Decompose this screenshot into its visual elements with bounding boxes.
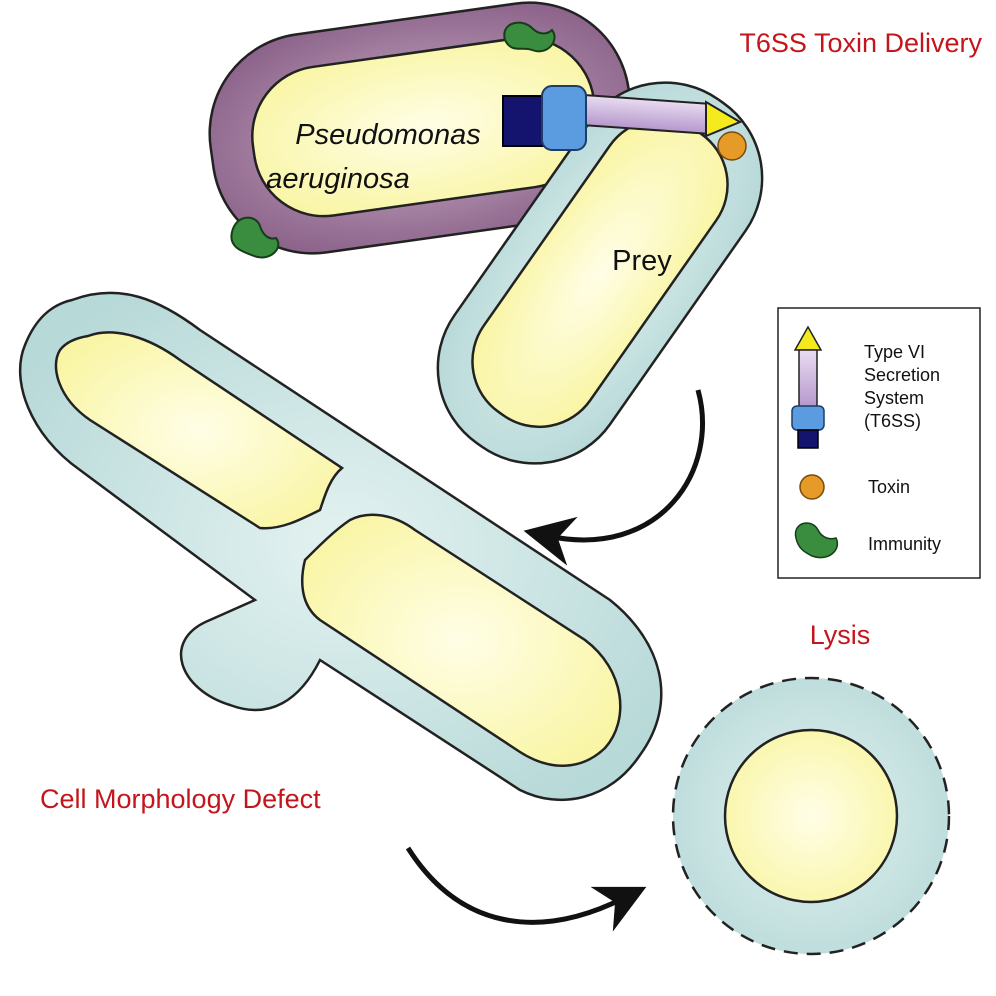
legend: Type VI Secretion System (T6SS) Toxin Im… bbox=[777, 307, 981, 579]
immunity-protein-icon bbox=[230, 216, 280, 259]
pseudomonas-label-line2: aeruginosa bbox=[266, 163, 410, 195]
lysed-cell bbox=[671, 676, 951, 956]
legend-t6ss-baseplate-icon bbox=[791, 405, 825, 431]
lysis-title: Lysis bbox=[810, 620, 871, 650]
prey-label: Prey bbox=[612, 245, 672, 277]
legend-t6ss-line1: Type VI bbox=[864, 342, 925, 362]
legend-immunity-label: Immunity bbox=[868, 534, 941, 554]
lysed-cell-cytoplasm bbox=[723, 728, 899, 904]
arrow-to-morphology bbox=[523, 389, 705, 566]
defective-cell bbox=[18, 291, 663, 802]
legend-toxin-label: Toxin bbox=[868, 477, 910, 497]
legend-t6ss-line4: (T6SS) bbox=[864, 411, 921, 431]
defective-cell-cytoplasm-upper bbox=[54, 331, 345, 530]
legend-toxin-icon bbox=[799, 474, 825, 500]
prey-cell bbox=[436, 81, 764, 465]
immunity-protein-icon bbox=[503, 21, 556, 53]
t6ss-spike-tip bbox=[705, 100, 743, 138]
t6ss-apparatus bbox=[502, 85, 747, 161]
legend-t6ss-line2: Secretion bbox=[864, 365, 940, 385]
morphology-title: Cell Morphology Defect bbox=[40, 784, 321, 814]
defective-cell-cytoplasm-lower bbox=[300, 513, 622, 767]
delivery-title: T6SS Toxin Delivery bbox=[739, 28, 982, 58]
legend-t6ss-membrane-icon bbox=[797, 429, 819, 449]
pseudomonas-label-line1: Pseudomonas bbox=[295, 119, 480, 151]
t6ss-baseplate bbox=[541, 85, 587, 151]
arrow-to-lysis bbox=[405, 846, 647, 932]
legend-immunity-icon bbox=[794, 522, 839, 559]
t6ss-membrane-complex bbox=[502, 95, 544, 147]
legend-t6ss-sheath-icon bbox=[798, 349, 818, 409]
legend-t6ss-line3: System bbox=[864, 388, 924, 408]
toxin-icon bbox=[717, 131, 747, 161]
